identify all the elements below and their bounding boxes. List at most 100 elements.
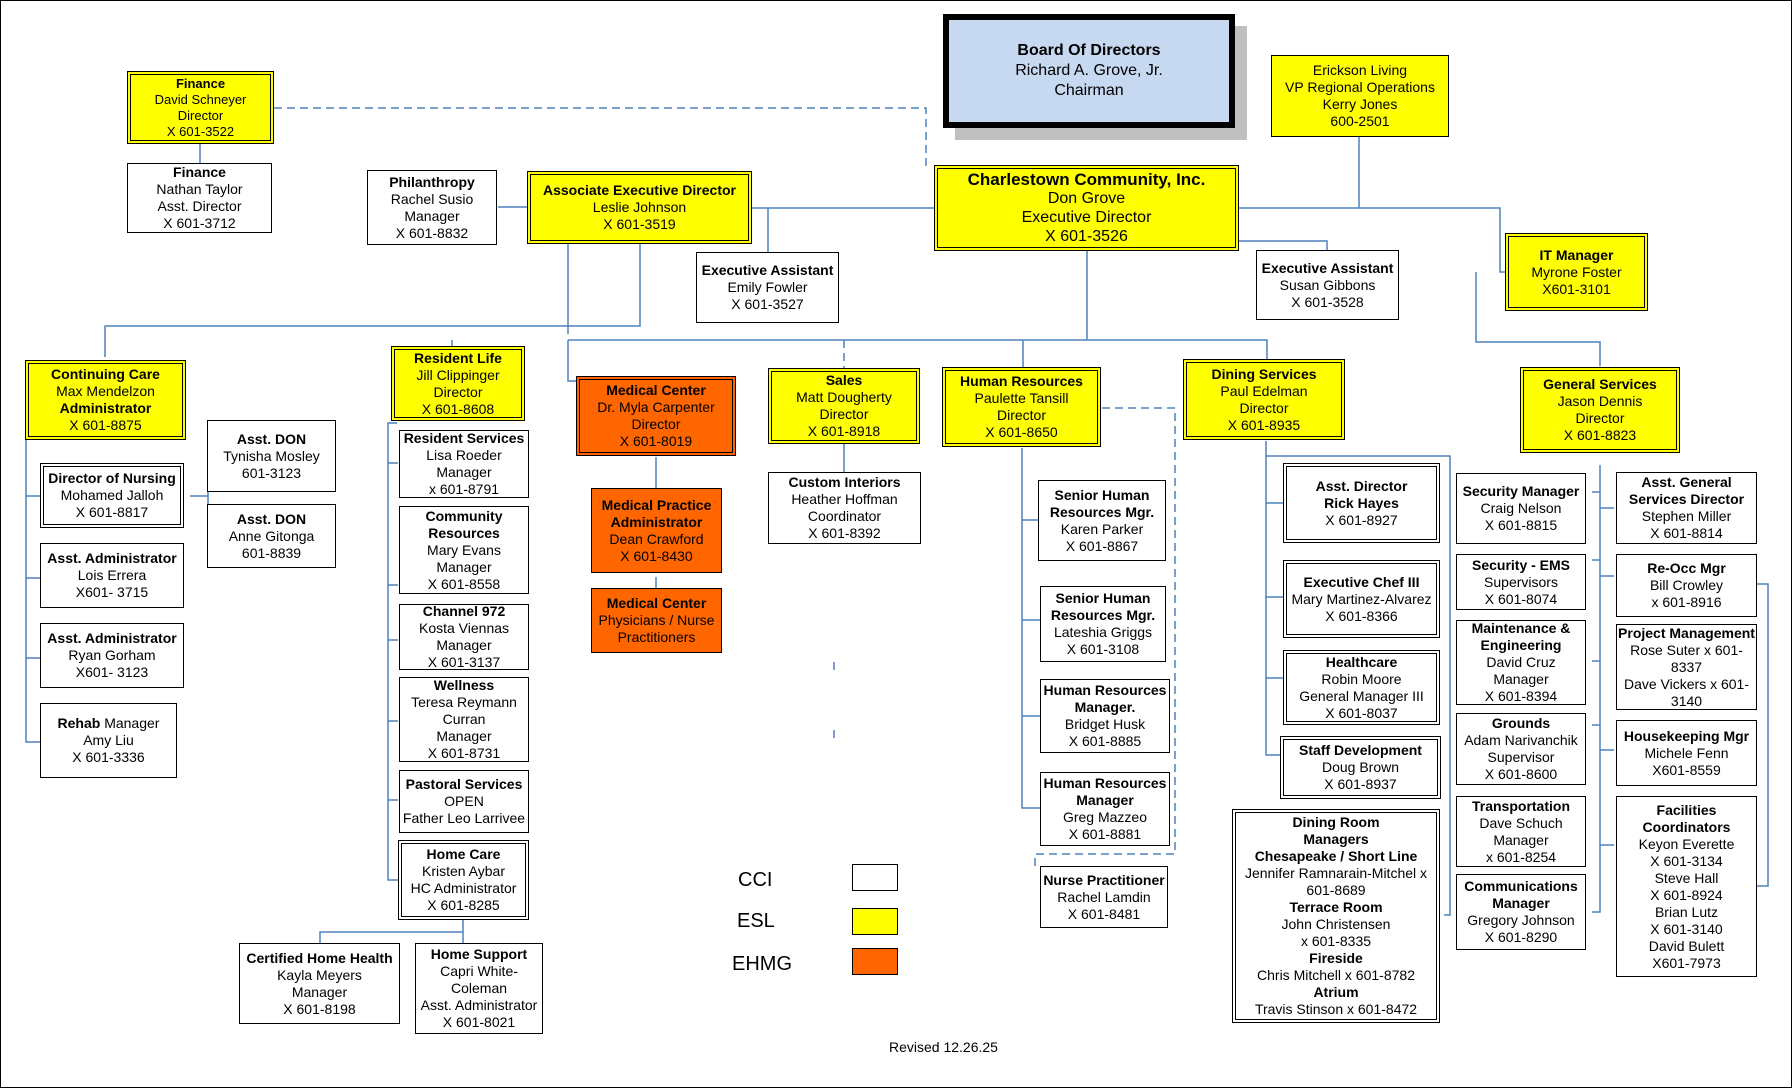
box-role: Supervisors (1484, 573, 1558, 590)
box-ext: X 601-8881 (1068, 826, 1142, 842)
box-title: Asst. General (1641, 474, 1732, 490)
box-name: Susan Gibbons (1279, 276, 1376, 293)
box-name: Robin Moore (1321, 670, 1402, 687)
box-role: General Manager III (1299, 687, 1424, 704)
box-name: Ryan Gorham (68, 647, 156, 663)
box-title: Nurse Practitioner (1043, 871, 1165, 888)
box-subtitle: Atrium (1313, 984, 1359, 1000)
medical-center-physicians-box: Medical Center Physicians / Nurse Practi… (591, 588, 722, 653)
box-title: Resources Mgr. (1050, 607, 1156, 623)
box-name: Karen Parker (1060, 520, 1144, 537)
box-title: Rehab (57, 715, 101, 731)
box-title: Continuing Care (51, 366, 160, 382)
box-title: Communications (1464, 878, 1578, 894)
box-name: Coleman (450, 980, 508, 996)
box-role: Manager (404, 207, 460, 224)
box-name: Mohamed Jalloh (60, 487, 164, 503)
box-name: David Cruz (1486, 654, 1556, 670)
security-manager-box: Security Manager Craig Nelson X 601-8815 (1456, 473, 1586, 544)
box-title: Facilities (1656, 801, 1717, 818)
hr-manager-box: Human Resources Manager Greg Mazzeo X 60… (1040, 772, 1170, 846)
director-of-nursing-box: Director of Nursing Mohamed Jalloh X 601… (40, 463, 184, 528)
box-name: Dean Crawford (609, 530, 704, 547)
box-title: Grounds (1491, 715, 1551, 731)
box-line: 8337 (1670, 658, 1703, 675)
box-role: Manager (100, 715, 160, 731)
box-line: Dave Vickers x 601- (1623, 675, 1749, 692)
healthcare-box: Healthcare Robin Moore General Manager I… (1283, 650, 1440, 725)
box-title: Medical Center (606, 382, 706, 398)
box-title: Community (425, 507, 503, 524)
box-ext: X 601-3519 (603, 216, 676, 232)
box-title: Housekeeping Mgr (1623, 727, 1750, 744)
box-line: Erickson Living (1312, 62, 1408, 78)
box-ext: X 601-8019 (619, 433, 693, 449)
home-care-box: Home Care Kristen Aybar HC Administrator… (398, 840, 529, 920)
box-role: Executive Director (1021, 209, 1152, 226)
box-line: 3140 (1670, 692, 1703, 709)
box-title: Transportation (1471, 797, 1570, 814)
box-name: Nathan Taylor (156, 181, 243, 197)
box-title: Human Resources (1043, 682, 1167, 698)
box-name: Anne Gitonga (228, 527, 315, 544)
box-name: Bill Crowley (1649, 577, 1724, 593)
box-ext: X 601-8814 (1650, 525, 1723, 541)
box-name: Teresa Reymann (411, 694, 517, 710)
sales-box: Sales Matt Dougherty Director X 601-8918 (768, 368, 920, 444)
box-line: Physicians / Nurse (598, 612, 715, 628)
box-title: Security Manager (1462, 483, 1580, 499)
box-line: Keyon Everette (1638, 835, 1735, 852)
box-ext: X 601-8392 (808, 525, 881, 541)
box-role: Chairman (1054, 82, 1124, 99)
legend-swatch-cci (852, 864, 898, 891)
box-title: Re-Occ Mgr (1647, 560, 1726, 576)
box-title: Staff Development (1299, 742, 1422, 758)
box-ext: 601-3123 (241, 464, 302, 481)
legend-label-esl: ESL (737, 910, 775, 932)
box-line: David Bulett (1648, 937, 1725, 954)
box-ext: X 601-8481 (1067, 905, 1141, 922)
box-name: Adam Narivanchik (1464, 732, 1578, 748)
box-title: Manager (1492, 895, 1550, 911)
box-role: Director (631, 416, 681, 432)
asst-don-box: Asst. DON Anne Gitonga 601-8839 (207, 504, 336, 568)
box-title: Asst. Administrator (47, 550, 177, 566)
box-ext: X 601-8927 (1325, 511, 1398, 528)
continuing-care-box: Continuing Care Max Mendelzon Administra… (25, 360, 186, 440)
asst-general-services-director-box: Asst. General Services Director Stephen … (1616, 472, 1757, 544)
box-title: Wellness (433, 677, 495, 693)
box-title: Home Support (430, 946, 528, 962)
box-line: John Christensen (1281, 916, 1391, 932)
box-ext: X601- 3715 (75, 584, 149, 600)
box-line: Travis Stinson x 601-8472 (1254, 1001, 1418, 1017)
box-line: Chris Mitchell x 601-8782 (1257, 967, 1415, 983)
box-name: Richard A. Grove, Jr. (1015, 62, 1163, 79)
grounds-box: Grounds Adam Narivanchik Supervisor X 60… (1456, 713, 1586, 785)
box-role: Manager (1493, 831, 1549, 848)
box-role: Asst. Administrator (420, 997, 538, 1013)
box-name: Doug Brown (1321, 759, 1400, 775)
box-name: Lateshia Griggs (1053, 624, 1153, 640)
executive-chef-box: Executive Chef III Mary Martinez-Alvarez… (1283, 560, 1440, 638)
box-role: Director (1239, 399, 1289, 416)
box-ext: X 601-8650 (985, 424, 1058, 440)
box-name: Rachel Susio (390, 190, 474, 207)
executive-assistant-box: Executive Assistant Emily Fowler X 601-3… (696, 252, 839, 323)
box-line: X 601-3140 (1650, 920, 1723, 937)
box-ext: X 601-8885 (1068, 733, 1142, 749)
box-title: Medical Center (606, 595, 707, 611)
legend-label-ehmg: EHMG (732, 953, 792, 975)
it-manager-box: IT Manager Myrone Foster X601-3101 (1505, 233, 1648, 311)
box-title: Board Of Directors (1017, 42, 1161, 59)
box-role: HC Administrator (410, 880, 517, 896)
box-line: X 601-8924 (1650, 886, 1723, 903)
transportation-box: Transportation Dave Schuch Manager x 601… (1456, 796, 1586, 867)
wellness-box: Wellness Teresa Reymann Curran Manager X… (399, 677, 529, 762)
box-title: Healthcare (1325, 653, 1398, 670)
box-role: Manager (1493, 671, 1549, 687)
box-ext: x 601-8791 (428, 481, 500, 497)
box-line: Jennifer Ramnarain-Mitchel x (1244, 865, 1428, 881)
box-ext: X 601-8394 (1484, 688, 1558, 704)
